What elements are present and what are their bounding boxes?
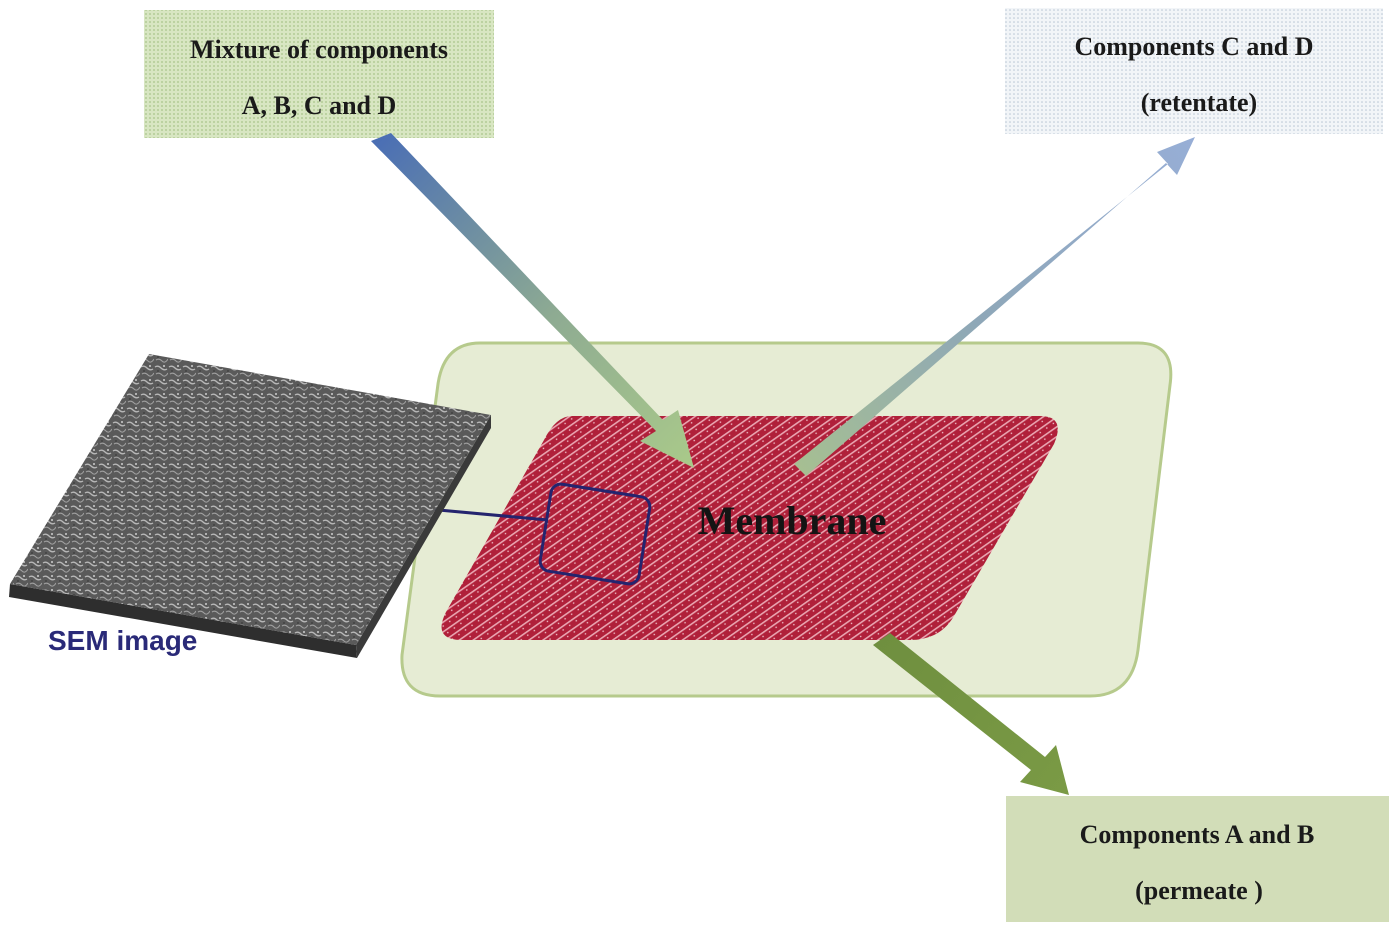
permeate-box-line1: Components A and B: [1080, 820, 1315, 849]
input-box-background: [144, 10, 494, 138]
retentate-box-line1: Components C and D: [1074, 32, 1313, 61]
membrane-sheet: [441, 416, 1058, 640]
input-box-line1: Mixture of components: [190, 35, 448, 64]
sem-image-label: SEM image: [48, 625, 197, 656]
retentate-box-background: [1005, 8, 1383, 134]
permeate-box-line2: (permeate ): [1135, 876, 1263, 905]
retentate-arrow: [794, 137, 1195, 476]
sem-zoom-region: [538, 482, 652, 586]
sem-image-surface: [10, 354, 491, 645]
permeate-arrow: [873, 633, 1069, 795]
membrane-label: Membrane: [698, 498, 887, 543]
sem-image-bottom-edge: [9, 584, 357, 658]
input-box: Mixture of components A, B, C and D: [144, 10, 494, 138]
input-box-line2: A, B, C and D: [242, 91, 397, 120]
permeate-box: Components A and B (permeate ): [1006, 796, 1389, 922]
retentate-box-line2: (retentate): [1141, 88, 1257, 117]
sem-image-right-edge: [356, 415, 491, 658]
retentate-box: Components C and D (retentate): [1005, 8, 1383, 134]
sem-image: [9, 354, 491, 658]
feed-arrow: [371, 133, 694, 468]
permeate-box-background: [1006, 796, 1389, 922]
